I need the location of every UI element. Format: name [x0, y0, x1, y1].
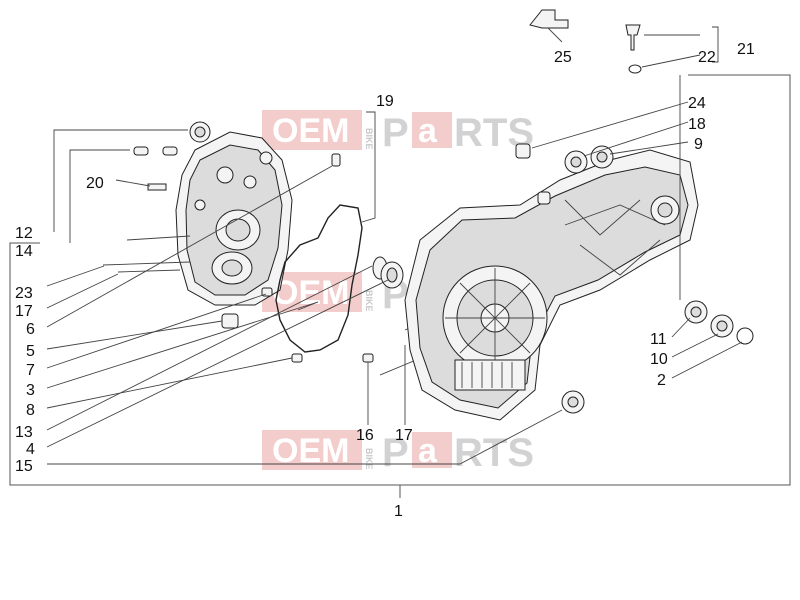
bracket-25 [529, 9, 569, 29]
bolt-20 [147, 183, 167, 191]
callout-21: 21 [737, 41, 755, 58]
pin-19 [331, 153, 341, 167]
callout-24: 24 [688, 95, 706, 112]
callout-22: 22 [698, 49, 716, 66]
callout-10: 10 [650, 351, 668, 368]
callout-17-left: 17 [15, 303, 33, 320]
callout-17-right: 17 [395, 427, 413, 444]
callout-9: 9 [694, 136, 703, 153]
callout-20: 20 [86, 175, 104, 192]
watermark-top: OEM BIKE P a RTS [262, 110, 534, 155]
callout-3: 3 [26, 382, 35, 399]
svg-text:P: P [382, 111, 409, 155]
watermark-bottom: OEM BIKE P a RTS [262, 430, 534, 475]
watermark-bike: BIKE [364, 128, 374, 150]
right-crankcase-half [404, 149, 699, 421]
plug-5 [221, 313, 239, 329]
callout-15: 15 [15, 458, 33, 475]
pin-16 [362, 353, 374, 363]
watermark-a: a [418, 432, 438, 470]
leader-lines [46, 26, 743, 465]
oring-22 [628, 64, 642, 74]
callout-7: 7 [26, 362, 35, 379]
gasket-19 [275, 204, 363, 353]
callout-labels: 1 2 3 4 5 6 7 8 9 10 11 12 13 14 15 16 1… [15, 41, 755, 520]
callout-5: 5 [26, 343, 35, 360]
callout-2: 2 [657, 372, 666, 389]
callout-18: 18 [688, 116, 706, 133]
callout-14: 14 [15, 243, 33, 260]
callout-4: 4 [26, 441, 35, 458]
bush-right [537, 191, 551, 205]
callout-11: 11 [650, 331, 667, 348]
dowel-14a [133, 146, 149, 156]
left-crankcase-half [175, 131, 293, 306]
callout-19: 19 [376, 93, 394, 110]
watermark-rts: RTS [454, 431, 534, 475]
watermark-a: a [418, 112, 438, 150]
bush-24 [515, 143, 531, 159]
callout-25: 25 [554, 49, 572, 66]
callout-6: 6 [26, 321, 35, 338]
callout-12: 12 [15, 225, 33, 242]
callout-13: 13 [15, 424, 33, 441]
sensor-22 [625, 24, 641, 51]
svg-text:P: P [382, 431, 409, 475]
watermark-bike: BIKE [364, 448, 374, 470]
pin-8 [291, 353, 303, 363]
watermark-oem: OEM [272, 274, 349, 312]
circlip-2 [736, 327, 754, 345]
watermark-oem: OEM [272, 112, 349, 150]
callout-1: 1 [394, 503, 403, 520]
callout-16: 16 [356, 427, 374, 444]
callout-8: 8 [26, 402, 35, 419]
callout-23: 23 [15, 285, 33, 302]
watermark-bike: BIKE [364, 290, 374, 312]
dowel-14b [162, 146, 178, 156]
pin-6 [261, 287, 273, 297]
